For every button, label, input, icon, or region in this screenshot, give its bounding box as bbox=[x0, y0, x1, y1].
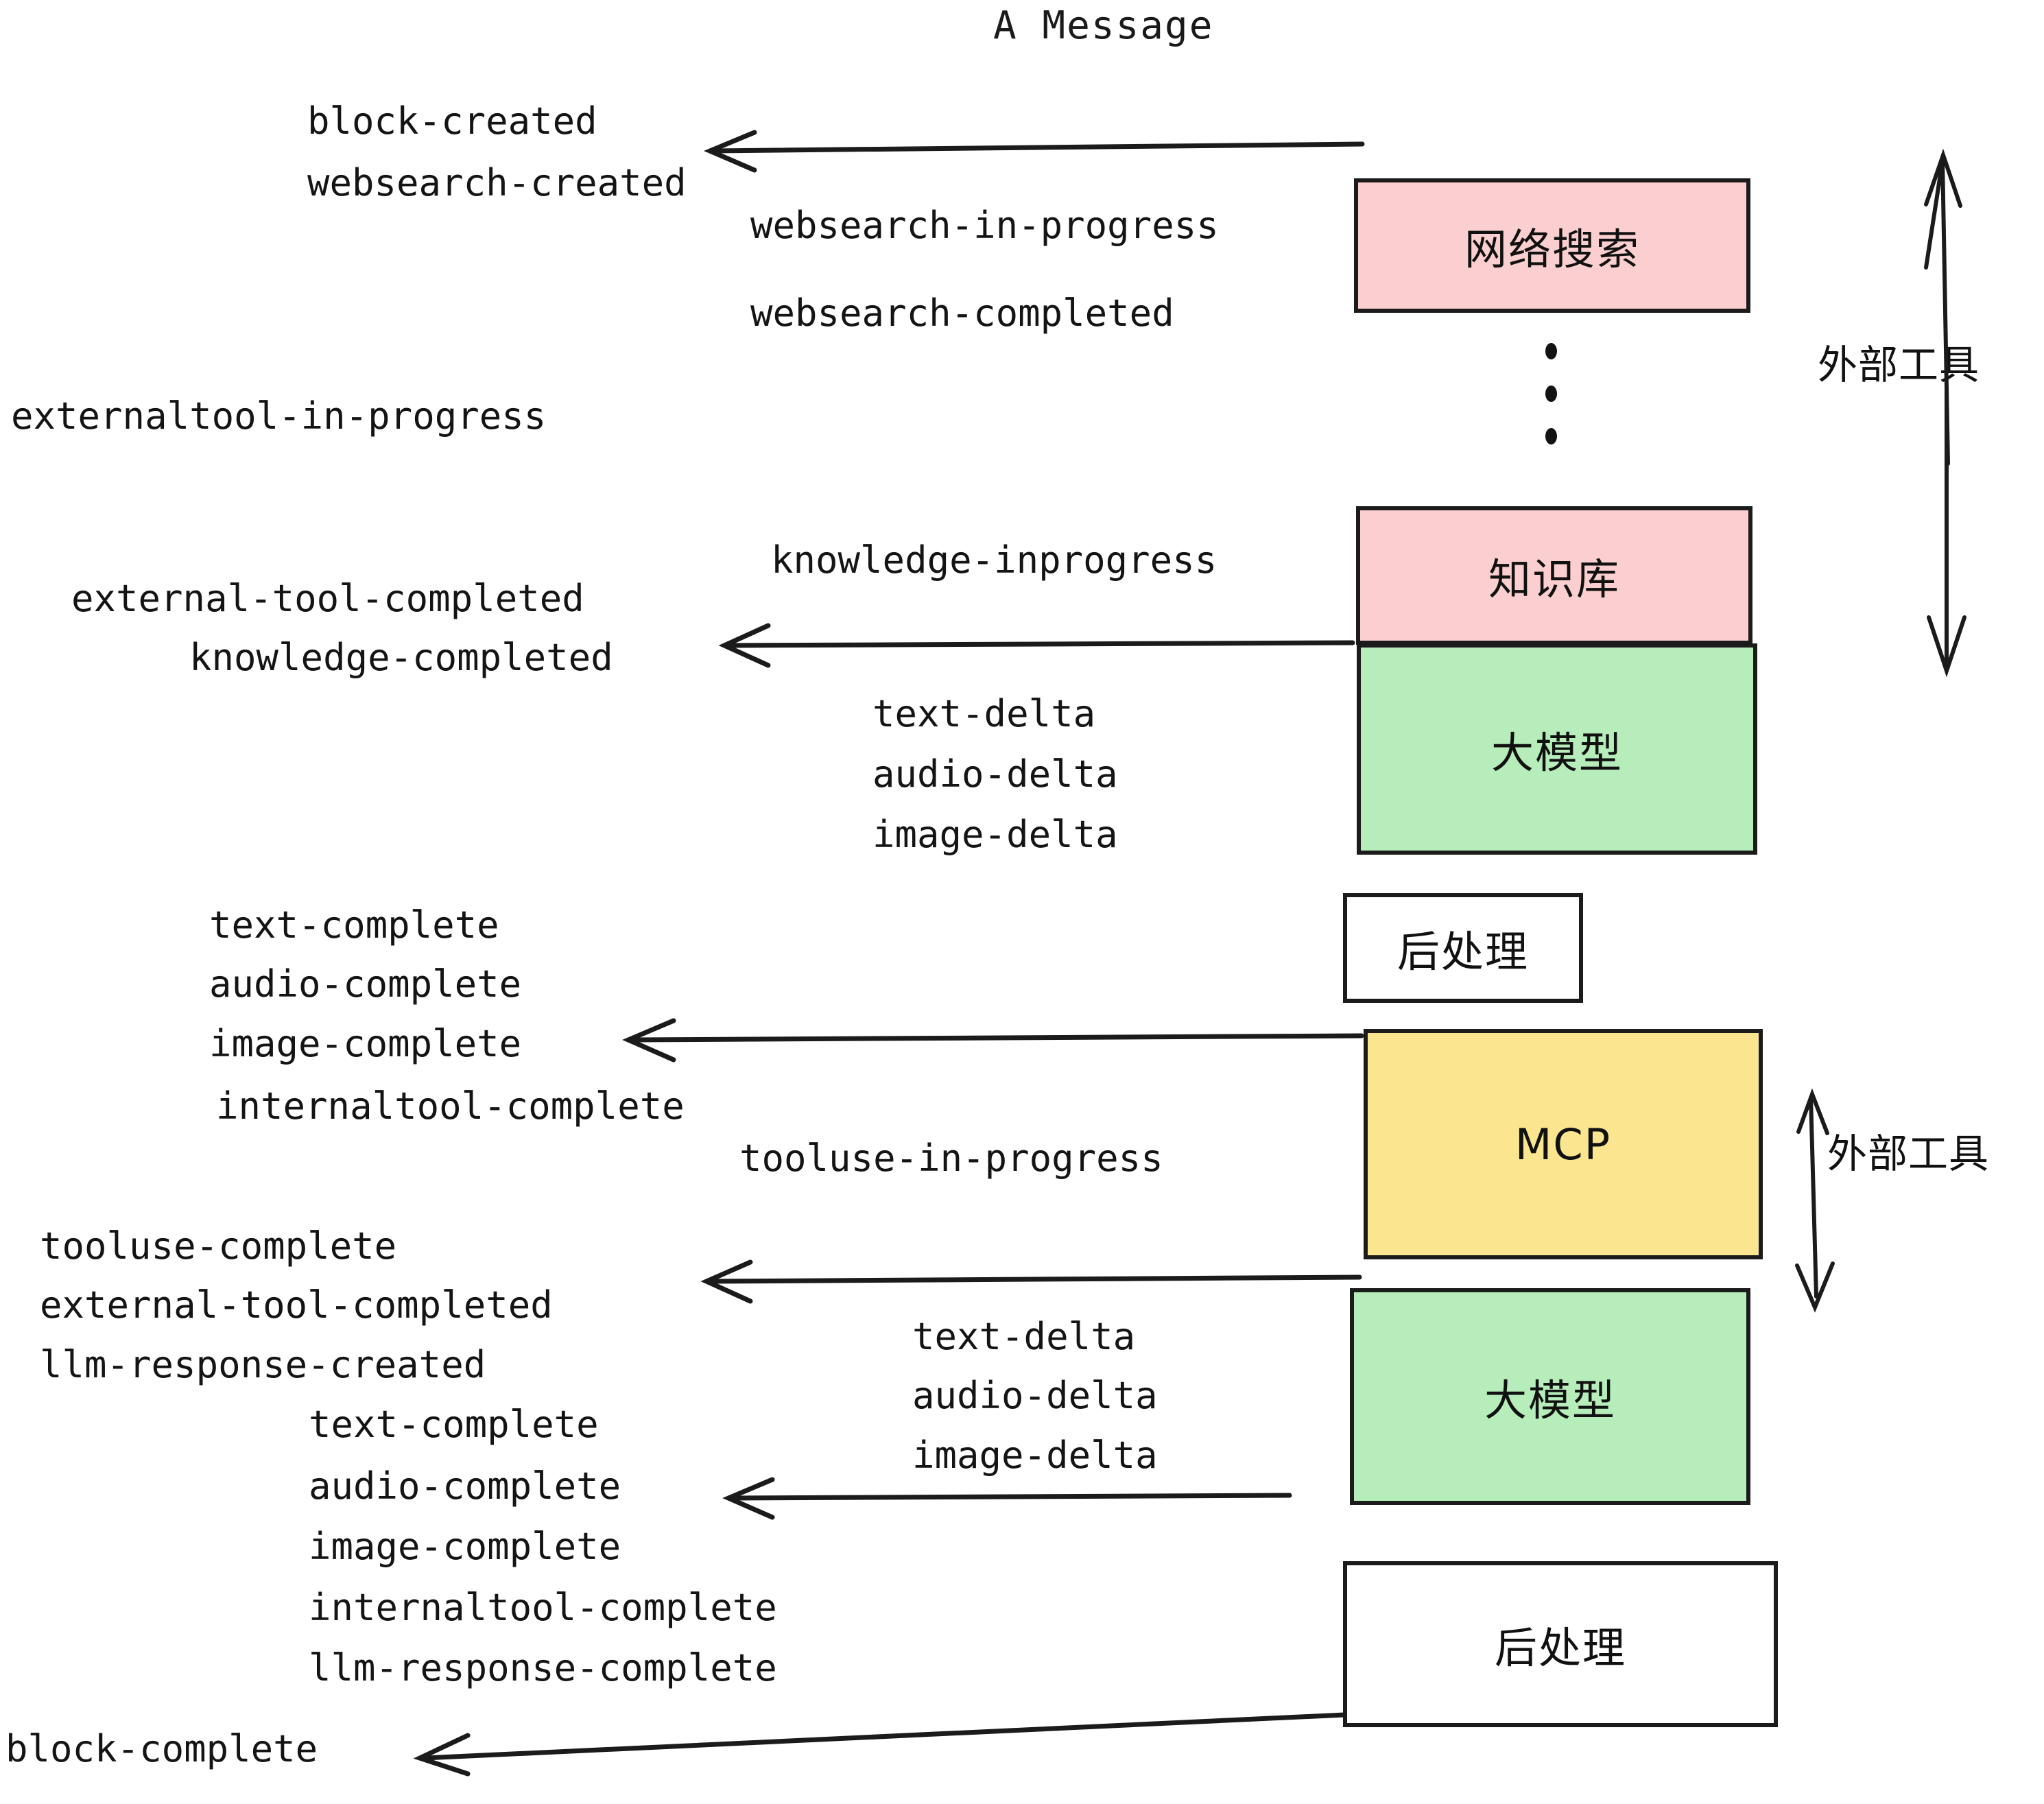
event-knowledge-inprogress: knowledge-inprogress bbox=[771, 538, 1217, 582]
node-mcp-label: MCP bbox=[1514, 1119, 1612, 1170]
node-postprocess-first[interactable]: 后处理 bbox=[1343, 893, 1583, 1003]
event-websearch-in-progress: websearch-in-progress bbox=[750, 204, 1219, 247]
arrow-postprocess-to-block-complete bbox=[413, 1712, 1347, 1777]
node-knowledge-label: 知识库 bbox=[1488, 554, 1620, 604]
event-text-complete-2: text-complete bbox=[309, 1403, 599, 1446]
node-postprocess-second-label: 后处理 bbox=[1494, 1623, 1626, 1673]
event-tooluse-complete: tooluse-complete bbox=[40, 1224, 397, 1268]
event-internaltool-complete-1: internaltool-complete bbox=[216, 1084, 685, 1128]
event-websearch-created: websearch-created bbox=[307, 161, 687, 204]
event-audio-delta-1: audio-delta bbox=[872, 752, 1118, 796]
node-mcp[interactable]: MCP bbox=[1364, 1029, 1763, 1259]
group-label-external-tool-bottom: 外部工具 bbox=[1827, 1130, 1990, 1177]
arrow-mcp-to-image-complete bbox=[622, 1018, 1364, 1063]
event-llm-response-created: llm-response-created bbox=[40, 1343, 486, 1386]
event-text-delta-2: text-delta bbox=[912, 1315, 1136, 1358]
node-websearch-label: 网络搜索 bbox=[1464, 224, 1640, 274]
event-image-complete-2: image-complete bbox=[309, 1525, 621, 1568]
node-postprocess-second[interactable]: 后处理 bbox=[1343, 1561, 1778, 1727]
event-websearch-completed: websearch-completed bbox=[750, 292, 1174, 335]
event-text-complete-1: text-complete bbox=[209, 903, 499, 947]
event-external-tool-completed-2: external-tool-completed bbox=[40, 1283, 553, 1327]
arrow-llm-to-audio-complete bbox=[722, 1477, 1292, 1520]
arrow-knowledge-to-knowledge-completed bbox=[718, 623, 1355, 668]
event-image-complete-1: image-complete bbox=[209, 1022, 522, 1065]
node-llm-second[interactable]: 大模型 bbox=[1350, 1288, 1750, 1505]
arrow-websearch-to-block-created bbox=[704, 130, 1365, 173]
event-audio-delta-2: audio-delta bbox=[912, 1374, 1158, 1417]
event-llm-response-complete: llm-response-complete bbox=[309, 1646, 777, 1689]
event-block-complete: block-complete bbox=[5, 1727, 318, 1770]
bracket-external-tool-top bbox=[1924, 148, 1966, 678]
arrow-mcp-to-tooluse-complete bbox=[700, 1259, 1362, 1304]
event-image-delta-2: image-delta bbox=[912, 1434, 1158, 1477]
event-audio-complete-1: audio-complete bbox=[209, 962, 522, 1006]
node-websearch[interactable]: 网络搜索 bbox=[1354, 178, 1750, 313]
event-external-tool-completed-1: external-tool-completed bbox=[71, 577, 584, 620]
event-image-delta-1: image-delta bbox=[872, 813, 1118, 856]
event-tooluse-in-progress: tooluse-in-progress bbox=[739, 1137, 1163, 1180]
vertical-ellipsis bbox=[1545, 343, 1557, 444]
node-postprocess-first-label: 后处理 bbox=[1397, 927, 1529, 977]
node-llm-second-label: 大模型 bbox=[1484, 1375, 1616, 1425]
event-knowledge-completed: knowledge-completed bbox=[189, 636, 613, 679]
group-label-external-tool-top: 外部工具 bbox=[1818, 342, 1980, 388]
event-internaltool-complete-2: internaltool-complete bbox=[309, 1586, 777, 1629]
node-llm-first[interactable]: 大模型 bbox=[1357, 643, 1757, 855]
event-externaltool-in-progress: externaltool-in-progress bbox=[11, 394, 547, 438]
event-audio-complete-2: audio-complete bbox=[309, 1464, 621, 1508]
diagram-title: A Message bbox=[993, 3, 1214, 48]
event-text-delta-1: text-delta bbox=[872, 692, 1096, 735]
node-knowledge[interactable]: 知识库 bbox=[1356, 506, 1752, 645]
node-llm-first-label: 大模型 bbox=[1490, 728, 1623, 778]
event-block-created: block-created bbox=[307, 99, 597, 143]
